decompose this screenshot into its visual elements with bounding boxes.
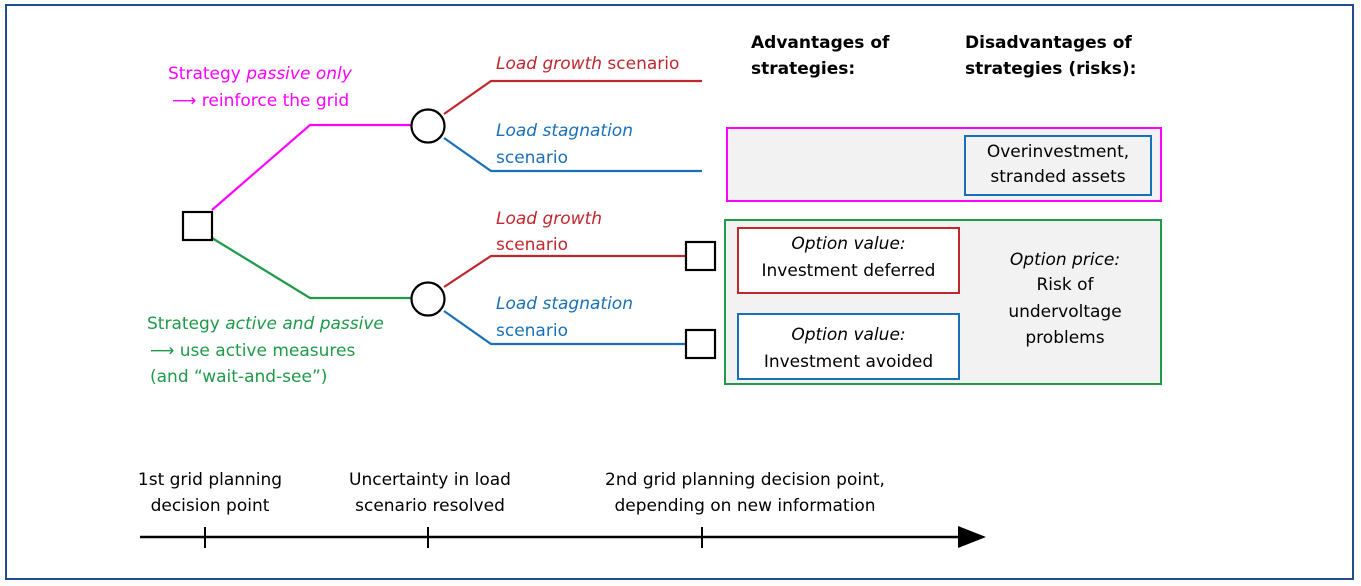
arrow-icon: ⟶ bbox=[172, 91, 197, 111]
upper-stagnation-branch bbox=[443, 137, 702, 173]
passive-strategy-branch bbox=[211, 123, 412, 211]
timeline-point-1-line-1: 1st grid planning bbox=[137, 470, 283, 490]
lower-growth-label-1: Load growth bbox=[496, 209, 603, 229]
passive-strategy-action: ⟶ reinforce the grid bbox=[172, 91, 350, 111]
upper-stagnation-label-1: Load stagnation bbox=[496, 121, 633, 141]
lower-growth-label-2: scenario bbox=[496, 235, 568, 255]
deferred-text: Investment deferred bbox=[761, 261, 936, 281]
timeline-point-3-line-1: 2nd grid planning decision point, bbox=[605, 470, 885, 490]
option-price-label: Option price: bbox=[1009, 250, 1121, 270]
option-price-line-2: undervoltage bbox=[1008, 302, 1122, 322]
option-price-line-1: Risk of bbox=[1036, 275, 1094, 295]
deferred-label: Option value: bbox=[791, 234, 906, 254]
overinvestment-text-1: Overinvestment, bbox=[986, 142, 1130, 162]
active-strategy-branch bbox=[211, 237, 412, 300]
overinvestment-text-2: stranded assets bbox=[990, 167, 1126, 187]
upper-chance-node bbox=[410, 108, 446, 144]
active-strategy-label: Strategy active and passive bbox=[147, 314, 384, 334]
second-decision-node-growth bbox=[684, 240, 717, 272]
figure-frame bbox=[5, 4, 1354, 580]
timeline-point-1-line-2: decision point bbox=[150, 496, 270, 516]
active-strategy-action: ⟶ use active measures bbox=[150, 341, 356, 361]
timeline-point-3-line-2: depending on new information bbox=[614, 496, 876, 516]
active-strategy-note: (and “wait-and-see”) bbox=[150, 367, 328, 387]
first-decision-node bbox=[181, 210, 214, 242]
advantages-header-1: Advantages of bbox=[751, 33, 890, 53]
passive-strategy-label: Strategy passive only bbox=[168, 64, 352, 84]
arrow-icon: ⟶ bbox=[150, 341, 175, 361]
timeline-arrowhead bbox=[958, 526, 986, 548]
lower-chance-node bbox=[410, 281, 446, 317]
overinvestment-box bbox=[964, 135, 1152, 196]
disadvantages-header-1: Disadvantages of bbox=[965, 33, 1132, 53]
avoided-box bbox=[737, 313, 960, 380]
lower-stagnation-label-1: Load stagnation bbox=[496, 294, 633, 314]
lower-stagnation-label-2: scenario bbox=[496, 321, 568, 341]
disadvantages-header-2: strategies (risks): bbox=[965, 59, 1137, 79]
option-price-line-3: problems bbox=[1025, 328, 1105, 348]
lower-stagnation-branch bbox=[443, 310, 686, 346]
timeline-point-2-line-1: Uncertainty in load bbox=[349, 470, 511, 490]
avoided-label: Option value: bbox=[791, 325, 906, 345]
upper-stagnation-label-2: scenario bbox=[496, 148, 568, 168]
timeline-point-2-line-2: scenario resolved bbox=[355, 496, 505, 516]
advantages-header-2: strategies: bbox=[751, 59, 856, 79]
avoided-text: Investment avoided bbox=[763, 352, 934, 372]
deferred-box bbox=[737, 227, 960, 294]
upper-growth-branch bbox=[443, 79, 702, 115]
lower-growth-branch bbox=[443, 254, 686, 288]
second-decision-node-stagnation bbox=[684, 328, 717, 360]
upper-growth-label: Load growth scenario bbox=[496, 54, 680, 74]
